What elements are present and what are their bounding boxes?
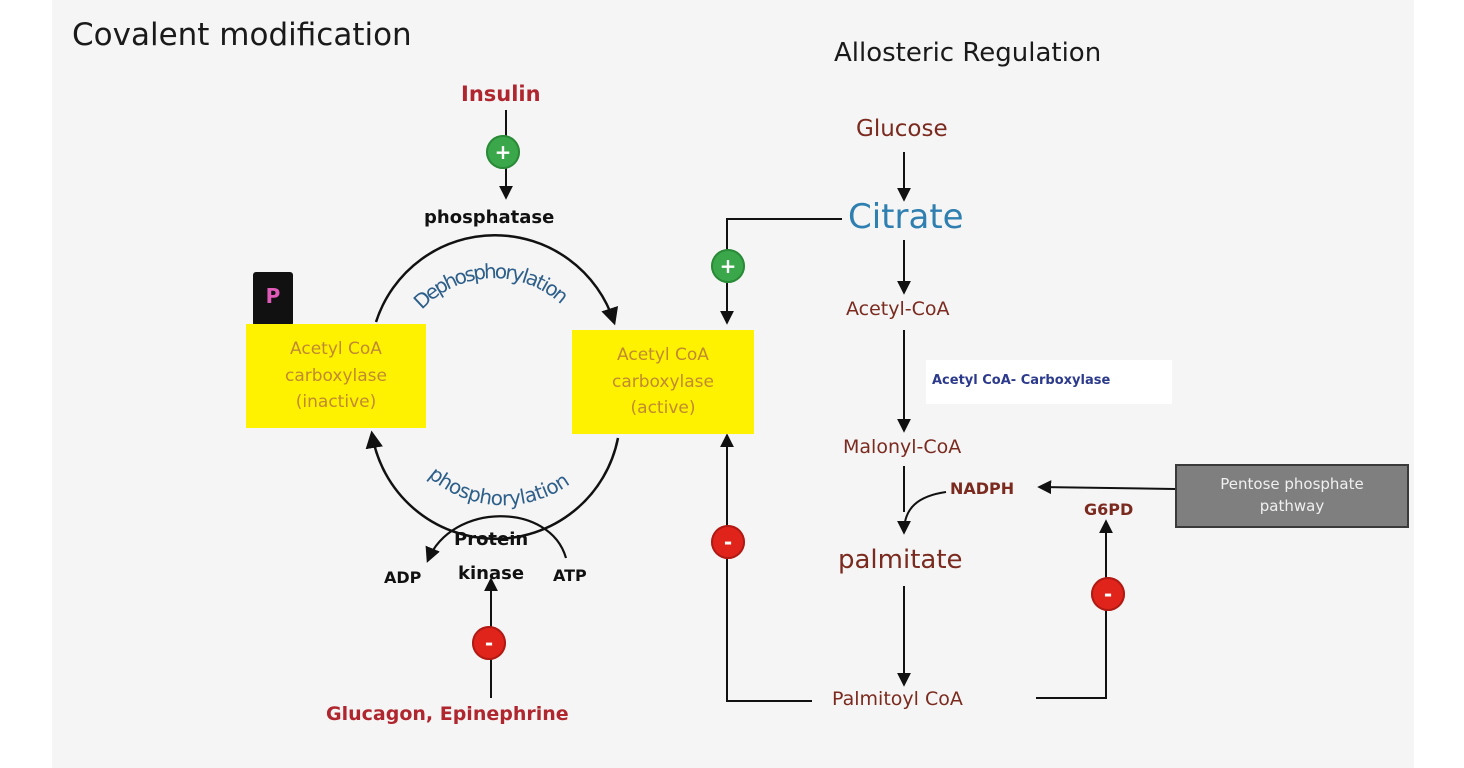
- protein-kinase-line1: Protein: [454, 529, 529, 550]
- glucagon-inhibition-icon: -: [472, 626, 506, 660]
- glucagon-label: Glucagon, Epinephrine: [326, 703, 569, 725]
- atp-label: ATP: [553, 566, 587, 585]
- phosphorylation-label: phosphorylation: [424, 461, 573, 510]
- dephosphorylation-arc: [374, 234, 619, 326]
- nadph-label: NADPH: [950, 479, 1015, 498]
- enzyme-active-line3: (active): [630, 398, 696, 419]
- ppp-to-nadph-arrow: [1037, 480, 1176, 495]
- enzyme-active-line2: carboxylase: [612, 371, 714, 392]
- covalent-title: Covalent modification: [72, 17, 412, 53]
- palmitoyl-coa-label: Palmitoyl CoA: [832, 688, 963, 710]
- palmitoyl-to-g6pd-line: [1036, 519, 1113, 699]
- palmitoyl-inhibition-icon: -: [711, 525, 745, 559]
- pentose-phosphate-box: Pentose phosphate pathway: [1175, 464, 1409, 528]
- pentose-line1: Pentose phosphate: [1220, 475, 1364, 494]
- enzyme-inactive-box: Acetyl CoA carboxylase (inactive): [246, 324, 426, 428]
- enzyme-inactive-line1: Acetyl CoA: [290, 339, 382, 360]
- enzyme-label-strip: [926, 360, 1172, 404]
- dephosphorylation-label: Dephosphorylation: [409, 259, 574, 314]
- palmitoyl-feedback-line: [720, 433, 812, 702]
- citrate-activation-icon: +: [711, 249, 745, 283]
- pentose-line2: pathway: [1259, 497, 1325, 515]
- phosphatase-label: phosphatase: [424, 207, 555, 228]
- kinase-arc: [425, 515, 568, 563]
- allosteric-title: Allosteric Regulation: [834, 38, 1102, 68]
- enzyme-active-box: Acetyl CoA carboxylase (active): [572, 330, 754, 434]
- insulin-activation-icon: +: [486, 135, 520, 169]
- acetyl-coa-label: Acetyl-CoA: [846, 298, 950, 320]
- phosphate-badge: P: [253, 272, 293, 326]
- palmitate-label: palmitate: [838, 545, 963, 575]
- adp-label: ADP: [384, 568, 422, 587]
- insulin-label: Insulin: [461, 82, 541, 106]
- citrate-activation-line: [720, 218, 842, 325]
- carboxylase-label: Acetyl CoA- Carboxylase: [932, 373, 1111, 388]
- citrate-label: Citrate: [848, 197, 964, 237]
- enzyme-inactive-line2: carboxylase: [285, 365, 387, 386]
- enzyme-active-line1: Acetyl CoA: [617, 345, 709, 366]
- malonyl-coa-label: Malonyl-CoA: [843, 436, 962, 458]
- enzyme-inactive-line3: (inactive): [295, 392, 377, 413]
- protein-kinase-line2: kinase: [458, 563, 525, 584]
- phosphorylation-arc: [365, 430, 620, 541]
- nadph-join-curve: [897, 491, 947, 535]
- g6pd-label: G6PD: [1084, 500, 1134, 519]
- g6pd-inhibition-icon: -: [1091, 577, 1125, 611]
- glucose-label: Glucose: [856, 116, 948, 142]
